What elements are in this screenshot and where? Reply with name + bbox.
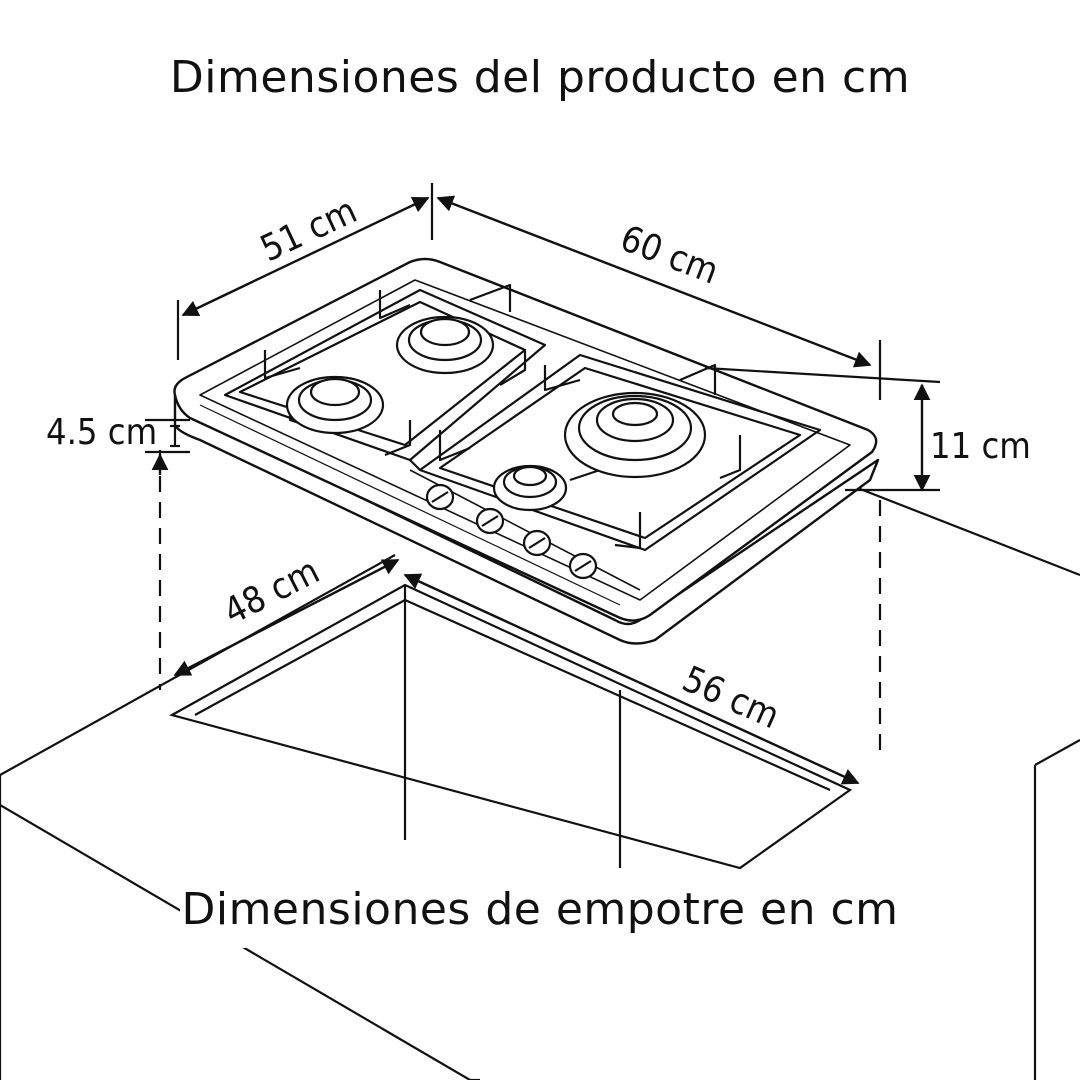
installation-dimensions-title: Dimensiones de empotre en cm xyxy=(181,884,899,935)
label-51cm: 51 cm xyxy=(254,190,363,270)
arrow-51cm xyxy=(181,196,430,317)
label-11cm: 11 cm xyxy=(930,426,1031,467)
title-backdrop xyxy=(180,876,940,948)
control-knobs xyxy=(425,483,598,580)
knob-4-icon xyxy=(568,552,598,580)
dimension-arrows xyxy=(151,195,931,785)
label-60cm: 60 cm xyxy=(615,218,724,292)
knob-1-icon xyxy=(425,483,455,511)
product-dimensions-title: Dimensiones del producto en cm xyxy=(169,52,911,103)
label-4-5cm: 4.5 cm xyxy=(46,412,157,453)
knob-2-icon xyxy=(475,507,505,535)
burner-rear-right xyxy=(395,315,495,375)
burner-front xyxy=(492,464,568,512)
label-48cm: 48 cm xyxy=(217,551,325,633)
arrow-48cm xyxy=(173,558,400,677)
knob-3-icon xyxy=(522,529,552,557)
burner-rear-left xyxy=(285,375,385,435)
arrow-56cm xyxy=(403,573,860,785)
burner-wok xyxy=(563,391,707,479)
arrow-60cm xyxy=(436,195,872,368)
